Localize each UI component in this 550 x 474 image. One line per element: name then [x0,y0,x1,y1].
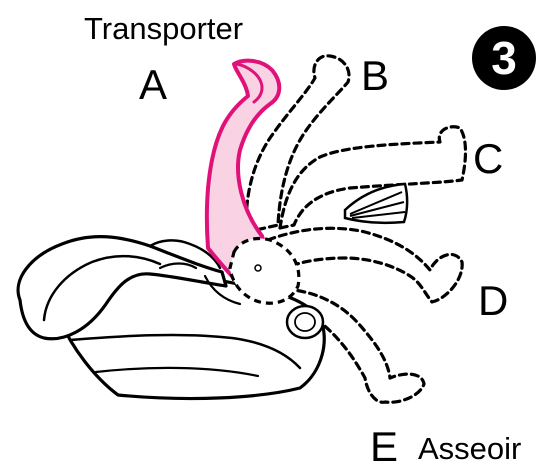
step-number-badge: 3 [472,26,536,90]
seat-canopy [16,235,242,341]
handle-position-d-outline [266,226,464,304]
position-c-letter: C [473,135,504,182]
handle-position-e-outline [260,287,426,404]
sunshade-fan [343,182,409,225]
position-e-letter: E [370,423,399,470]
handle-position-b-outline [244,54,351,234]
handle-position-c-outline [278,125,468,230]
position-b-letter: B [361,52,390,99]
position-a-label: Transporter [84,11,244,46]
pivot-dot [254,264,262,272]
position-d-letter: D [478,277,509,324]
handle-pivot-hub [228,236,301,305]
position-e-label: Asseoir [418,431,522,466]
position-a-letter: A [139,61,168,108]
